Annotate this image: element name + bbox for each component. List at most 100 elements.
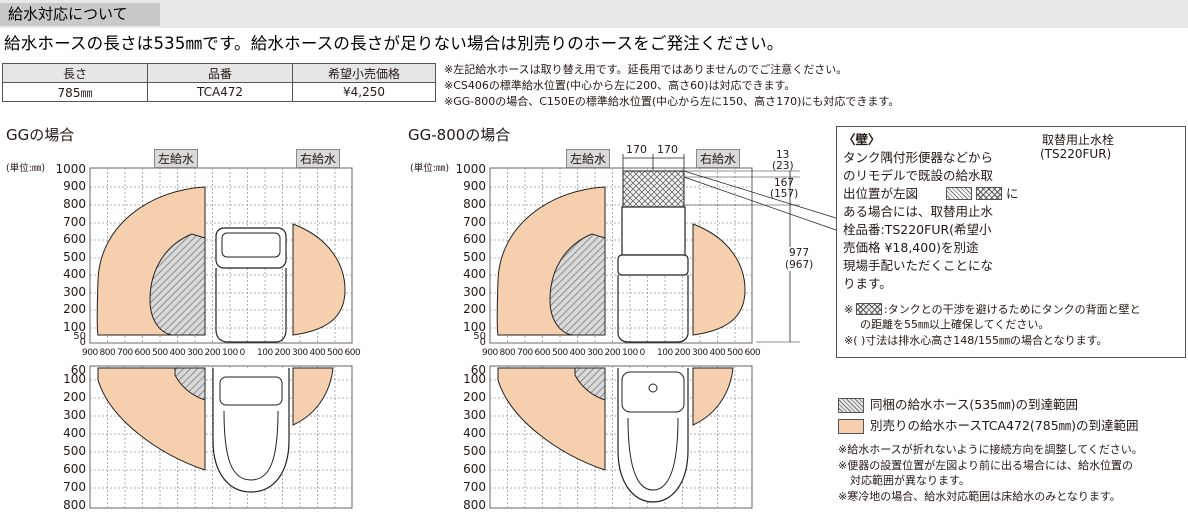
gg-unit: (単位:㎜) xyxy=(6,163,46,174)
spec-header-code: 品番 xyxy=(147,63,293,83)
gg800-orange-right-upper xyxy=(692,223,746,336)
gg-toilet-seat xyxy=(219,376,283,406)
gg800-y-tick-lower: 500 xyxy=(463,444,486,458)
callout-line-3-tail: に xyxy=(1006,186,1019,201)
gg800-x-tick: 800 xyxy=(499,348,516,358)
gg800-x-tick: 200 xyxy=(674,348,691,358)
gg800-x-tick: 500 xyxy=(727,348,743,358)
gg800-y-tick: 700 xyxy=(463,215,486,229)
gg800-lower-frame xyxy=(489,365,753,509)
spec-cell-code: TCA472 xyxy=(147,82,293,102)
gg800-y-tick-lower: 800 xyxy=(463,498,486,512)
gg-y-tick-lower: 60 xyxy=(70,363,86,377)
gg-x-tick: 300 xyxy=(292,348,308,358)
gg800-x-tick: 400 xyxy=(709,348,726,358)
gg800-dim-170-left: 170 xyxy=(626,143,647,156)
gg800-y-tick-lower: 600 xyxy=(463,462,486,476)
gg800-y-tick-lower: 100 xyxy=(463,372,486,386)
callout-line-7: 現場手配いただくことにな xyxy=(843,258,994,273)
legend-orange-swatch xyxy=(838,419,864,434)
section-header-tab xyxy=(0,3,160,26)
gg800-toilet-bowl xyxy=(627,417,679,491)
gg800-x-tick: 700 xyxy=(517,348,533,358)
gg-y-tick: 600 xyxy=(63,232,86,246)
gg-y-tick-lower: 200 xyxy=(63,390,86,404)
gg800-y-tick-lower: 300 xyxy=(463,408,486,422)
gg-x-tick: 600 xyxy=(134,348,151,358)
gg-y-tick-lower: 600 xyxy=(63,462,86,476)
callout-line-4: ある場合には、取替用止水 xyxy=(843,204,994,219)
gg800-dim-977: 977 xyxy=(789,247,810,259)
gg-y-tick: 400 xyxy=(63,267,86,281)
gg800-x-tick: 300 xyxy=(587,348,603,358)
gg800-orange-left-lower xyxy=(497,367,606,471)
gg800-x-tick: 400 xyxy=(569,348,586,358)
gg-y-tick: 0 xyxy=(79,337,86,348)
callout-crosshatch-swatch-1 xyxy=(976,187,1002,200)
spec-header-length: 長さ xyxy=(2,63,148,83)
callout-note1-mark: ※ xyxy=(844,303,854,316)
gg-y-tick-lower: 500 xyxy=(63,444,86,458)
gg-x-tick: 100 xyxy=(257,348,273,358)
gg-y-tick-lower: 700 xyxy=(63,480,86,494)
gg800-upper-frame xyxy=(489,167,753,344)
headline: 給水ホースの長さは535㎜です。給水ホースの長さが足りない場合は別売りのホースを… xyxy=(4,34,784,53)
gg800-x-tick: 600 xyxy=(534,348,551,358)
callout-note1-line2: の距離を55㎜以上確保してください。 xyxy=(860,318,1050,331)
callout-crosshatch-swatch-2 xyxy=(856,303,882,315)
gg800-y-tick: 400 xyxy=(463,267,486,281)
gg-y-tick: 50 xyxy=(73,331,86,342)
gg800-orange-right-lower xyxy=(692,367,734,426)
legend-hatched-text: 同梱の給水ホース(535㎜)の到達範囲 xyxy=(870,397,1078,412)
callout-line-6: 売価格 ¥18,400)を別途 xyxy=(843,240,979,255)
top-note-2: ※CS406の標準給水位置(中心から左に200、高さ60)は対応できます。 xyxy=(444,79,796,92)
gg-y-tick: 300 xyxy=(63,285,86,299)
callout-line-8: ります。 xyxy=(843,276,892,291)
gg800-tank xyxy=(621,206,686,256)
gg800-x-tick: 100 xyxy=(622,348,638,358)
gg-y-tick: 500 xyxy=(63,250,86,264)
gg800-x-tick: 200 xyxy=(604,348,621,358)
gg-y-tick-lower: 400 xyxy=(63,426,86,440)
gg-lower-frame xyxy=(89,365,353,509)
gg800-dim-23: (23) xyxy=(772,160,794,172)
gg800-dim-167: 167 xyxy=(774,177,795,189)
gg-left-supply-label: 左給水 xyxy=(154,149,199,168)
callout-line-3: 出位置が左図 xyxy=(843,186,919,201)
gg-x-tick: 200 xyxy=(274,348,291,358)
gg800-dim-157: (157) xyxy=(770,188,799,200)
callout-line-1: タンク隅付形便器などから xyxy=(843,150,994,165)
gg800-lid xyxy=(617,254,689,276)
gg800-x-tick: 300 xyxy=(692,348,708,358)
gg-x-tick: 100 xyxy=(222,348,238,358)
callout-hatch-swatch-1 xyxy=(946,187,972,200)
gg-toilet-lid xyxy=(221,232,281,258)
gg800-dim-13: 13 xyxy=(776,149,790,161)
callout-line-5: 栓品番:TS220FUR(希望小 xyxy=(843,222,992,237)
gg-y-tick: 800 xyxy=(63,197,86,211)
gg800-y-tick-lower: 400 xyxy=(463,426,486,440)
gg800-y-tick: 50 xyxy=(473,331,486,342)
legend-orange-text: 別売りの給水ホースTCA472(785㎜)の到達範囲 xyxy=(870,418,1139,433)
gg800-leader-2 xyxy=(683,170,837,219)
section-title: 給水対応について xyxy=(8,5,128,23)
bottom-note-3: 対応範囲が異なります。 xyxy=(850,474,970,487)
gg800-y-tick: 600 xyxy=(463,232,486,246)
gg800-x-tick: 900 xyxy=(482,348,498,358)
gg800-y-tick-lower: 60 xyxy=(470,363,486,377)
gg800-y-tick: 900 xyxy=(463,179,486,193)
gg-orange-right-upper xyxy=(292,223,346,336)
table-row: 785㎜ TCA472 ¥4,250 xyxy=(2,82,436,102)
gg800-y-tick: 200 xyxy=(463,302,486,316)
callout-line-2: のリモデルで既設の給水取 xyxy=(843,168,994,183)
gg-y-tick: 900 xyxy=(63,179,86,193)
bottom-note-1: ※給水ホースが折れないように接続方向を調整してください。 xyxy=(838,443,1143,456)
gg-toilet-topview xyxy=(212,368,290,493)
faucet-code: (TS220FUR) xyxy=(1040,147,1112,161)
gg-diagram xyxy=(89,167,353,509)
gg800-diagram xyxy=(489,154,837,509)
gg800-flush-button xyxy=(648,383,658,393)
gg800-x-tick: 0 xyxy=(639,348,646,358)
section-header-bar xyxy=(0,0,1188,28)
gg-toilet-bowl xyxy=(223,410,279,481)
